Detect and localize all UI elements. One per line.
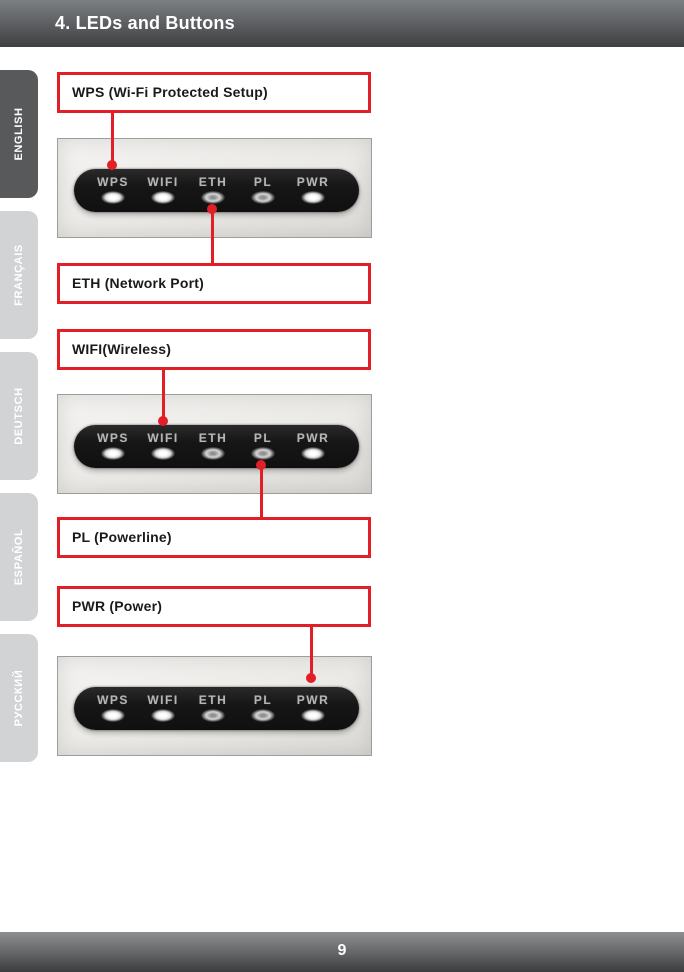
led-group-pwr: PWR — [288, 169, 338, 204]
led-group-pl: PL — [238, 169, 288, 204]
callout-pwr-label: PWR (Power) — [72, 598, 163, 614]
led-label-pwr: PWR — [296, 431, 330, 445]
led-label-wifi: WIFI — [147, 693, 179, 707]
connector-line-wps — [111, 113, 114, 165]
sidebar-tab-russkiy: РУССКИЙ — [0, 634, 38, 762]
eth-led-icon — [201, 709, 225, 722]
pl-led-icon — [251, 447, 275, 460]
sidebar-tab-english: ENGLISH — [0, 70, 38, 198]
tab-label-francais: FRANÇAIS — [13, 244, 25, 306]
led-group-wifi: WIFI — [138, 169, 188, 204]
eth-led-icon — [201, 191, 225, 204]
connector-line-eth — [211, 209, 214, 263]
led-group-eth: ETH — [188, 687, 238, 722]
led-group-wps: WPS — [88, 425, 138, 460]
connector-dot-pl — [256, 460, 266, 470]
led-panel: WPS WIFI ETH PL PWR — [74, 169, 359, 212]
led-group-wifi: WIFI — [138, 425, 188, 460]
callout-eth-label: ETH (Network Port) — [72, 275, 204, 291]
sidebar-tab-espanol: ESPAÑOL — [0, 493, 38, 621]
led-group-pl: PL — [238, 687, 288, 722]
page-header: 4. LEDs and Buttons — [0, 0, 684, 47]
led-label-pwr: PWR — [296, 693, 330, 707]
wps-led-icon — [101, 709, 125, 722]
page-title: 4. LEDs and Buttons — [55, 13, 235, 33]
pwr-led-icon — [301, 709, 325, 722]
tab-label-espanol: ESPAÑOL — [13, 528, 25, 586]
eth-led-icon — [201, 447, 225, 460]
callout-pl-label: PL (Powerline) — [72, 529, 172, 545]
callout-wps: WPS (Wi-Fi Protected Setup) — [57, 72, 371, 113]
page-footer: 9 — [0, 932, 684, 972]
wifi-led-icon — [151, 191, 175, 204]
led-panel: WPS WIFI ETH PL PWR — [74, 687, 359, 730]
callout-wps-label: WPS (Wi-Fi Protected Setup) — [72, 84, 268, 100]
led-group-pwr: PWR — [288, 425, 338, 460]
led-group-pl: PL — [238, 425, 288, 460]
led-label-wps: WPS — [97, 175, 129, 189]
callout-pwr: PWR (Power) — [57, 586, 371, 627]
sidebar-tab-francais: FRANÇAIS — [0, 211, 38, 339]
wps-led-icon — [101, 191, 125, 204]
callout-wifi-label: WIFI(Wireless) — [72, 341, 172, 357]
connector-dot-eth — [207, 204, 217, 214]
led-group-eth: ETH — [188, 169, 238, 204]
pl-led-icon — [251, 709, 275, 722]
connector-dot-wifi — [158, 416, 168, 426]
callout-wifi: WIFI(Wireless) — [57, 329, 371, 370]
led-label-pwr: PWR — [296, 175, 330, 189]
connector-line-pwr — [310, 626, 313, 678]
wifi-led-icon — [151, 447, 175, 460]
led-panel-photo-3: WPS WIFI ETH PL PWR — [57, 656, 372, 756]
led-group-eth: ETH — [188, 425, 238, 460]
led-label-eth: ETH — [198, 175, 228, 189]
led-label-wps: WPS — [97, 693, 129, 707]
pwr-led-icon — [301, 191, 325, 204]
led-panel: WPS WIFI ETH PL PWR — [74, 425, 359, 468]
led-label-pl: PL — [253, 693, 273, 707]
led-group-wifi: WIFI — [138, 687, 188, 722]
wps-led-icon — [101, 447, 125, 460]
tab-label-russkiy: РУССКИЙ — [13, 669, 25, 727]
pl-led-icon — [251, 191, 275, 204]
callout-pl: PL (Powerline) — [57, 517, 371, 558]
led-group-wps: WPS — [88, 687, 138, 722]
page-number: 9 — [337, 942, 347, 959]
led-label-eth: ETH — [198, 693, 228, 707]
led-group-wps: WPS — [88, 169, 138, 204]
connector-dot-wps — [107, 160, 117, 170]
led-label-wps: WPS — [97, 431, 129, 445]
led-panel-photo-1: WPS WIFI ETH PL PWR — [57, 138, 372, 238]
led-label-eth: ETH — [198, 431, 228, 445]
led-panel-photo-2: WPS WIFI ETH PL PWR — [57, 394, 372, 494]
tab-label-english: ENGLISH — [13, 107, 25, 161]
led-label-pl: PL — [253, 175, 273, 189]
tab-label-deutsch: DEUTSCH — [13, 387, 25, 445]
sidebar-tab-deutsch: DEUTSCH — [0, 352, 38, 480]
connector-line-wifi — [162, 369, 165, 421]
led-group-pwr: PWR — [288, 687, 338, 722]
wifi-led-icon — [151, 709, 175, 722]
callout-eth: ETH (Network Port) — [57, 263, 371, 304]
led-label-pl: PL — [253, 431, 273, 445]
connector-dot-pwr — [306, 673, 316, 683]
connector-line-pl — [260, 465, 263, 517]
led-label-wifi: WIFI — [147, 175, 179, 189]
pwr-led-icon — [301, 447, 325, 460]
led-label-wifi: WIFI — [147, 431, 179, 445]
